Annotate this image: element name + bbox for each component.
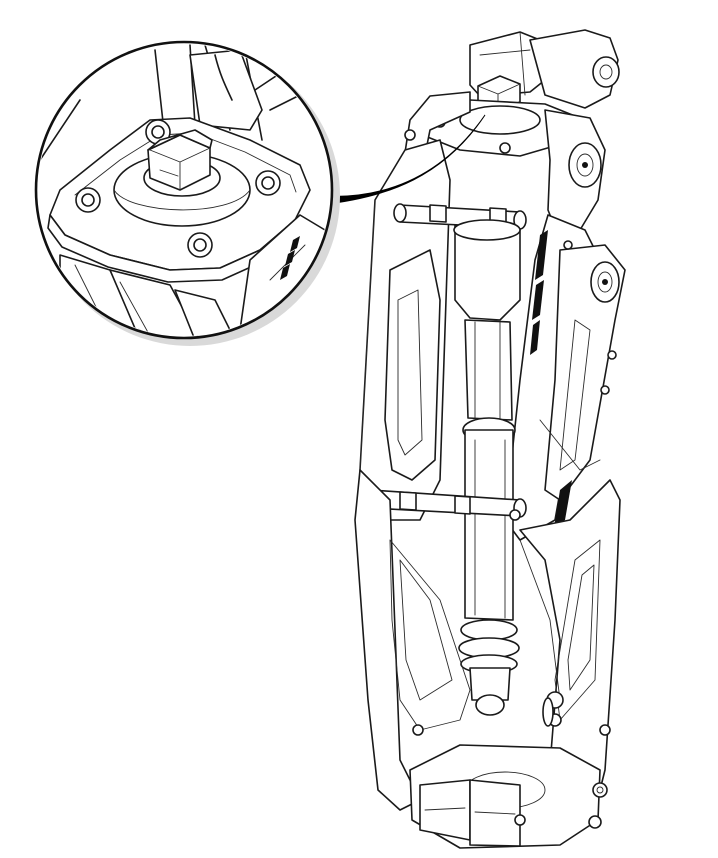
pyramid-detail <box>147 129 213 191</box>
detail-content <box>39 44 330 336</box>
detail-callout <box>34 40 486 346</box>
bottom-clamp <box>409 744 608 849</box>
flange-screws <box>75 119 281 258</box>
hydraulic-cylinder <box>453 219 521 716</box>
knee-assembly <box>354 29 626 849</box>
left-frame-link <box>359 139 451 521</box>
frame-screws <box>404 129 617 736</box>
detail-engraving <box>280 236 300 280</box>
right-frame-link <box>504 214 626 566</box>
upper-clevis <box>469 29 620 109</box>
upper-frame <box>399 91 606 241</box>
leader-line <box>317 114 486 206</box>
